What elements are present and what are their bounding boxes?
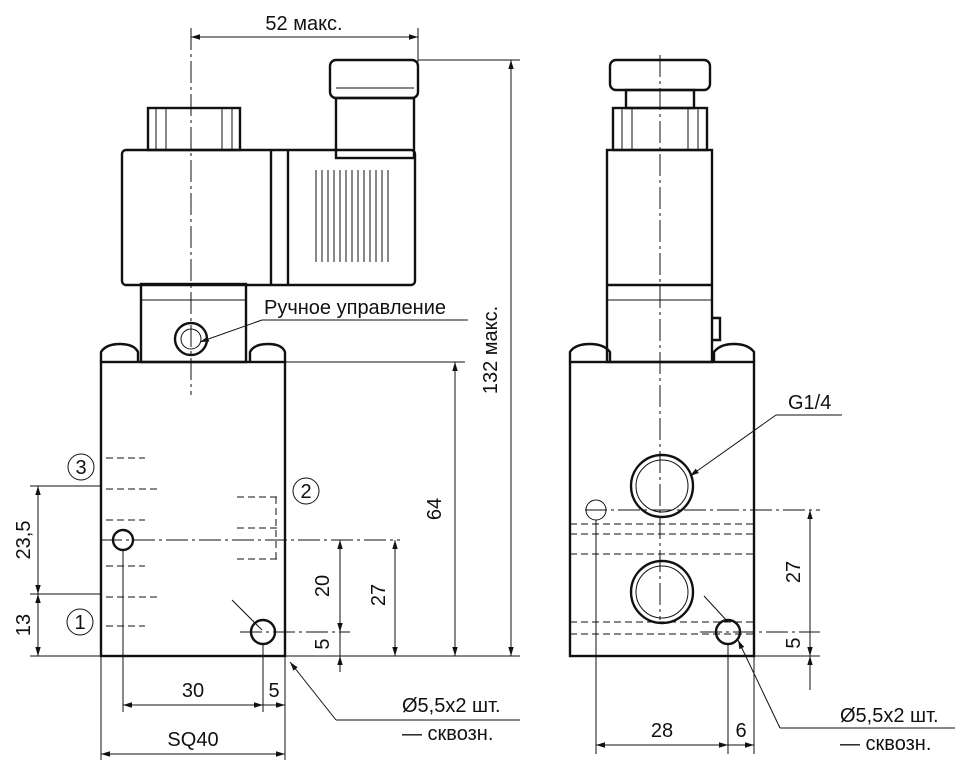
hole-note-side: Ø5,5х2 шт. bbox=[840, 705, 939, 727]
dim-height-max: 132 макс. bbox=[480, 306, 502, 394]
through-note-side: — сквозн. bbox=[840, 733, 931, 755]
svg-text:2: 2 bbox=[300, 481, 311, 503]
side-dimensions: 27 5 28 6 bbox=[595, 510, 820, 754]
front-dimensions: 52 макс. 132 макс. 64 27 20 5 23,5 13 bbox=[13, 13, 520, 760]
dim-27-left: 27 bbox=[368, 584, 390, 606]
manual-override-label: Ручное управление bbox=[264, 297, 446, 319]
g14-callout: G1/4 bbox=[689, 392, 842, 477]
dim-width-max: 52 макс. bbox=[265, 13, 342, 35]
connector-ribs bbox=[315, 170, 389, 262]
dim-bottom-6: 6 bbox=[735, 720, 746, 742]
side-view bbox=[568, 55, 820, 658]
port-thread-label: G1/4 bbox=[788, 392, 831, 414]
hole-callout-side: Ø5,5х2 шт. — сквозн. bbox=[703, 595, 955, 755]
hole-callout-front: Ø5,5х2 шт. — сквозн. bbox=[231, 599, 520, 745]
dim-port-spacing: 23,5 bbox=[13, 521, 35, 560]
dim-5-right: 5 bbox=[783, 637, 805, 648]
manual-override-callout: Ручное управление bbox=[199, 297, 468, 343]
dim-bottom-30: 30 bbox=[182, 680, 204, 702]
valve-body-front bbox=[99, 360, 287, 658]
dim-body-height: 64 bbox=[424, 498, 446, 520]
svg-text:3: 3 bbox=[75, 457, 86, 479]
dim-port-offset: 13 bbox=[13, 614, 35, 636]
hole-note-front: Ø5,5х2 шт. bbox=[402, 695, 501, 717]
dim-5-left: 5 bbox=[312, 638, 334, 649]
port-g14-bottom bbox=[629, 559, 695, 625]
dim-27-right: 27 bbox=[783, 561, 805, 583]
front-view: 3 2 1 bbox=[66, 28, 420, 658]
dim-20: 20 bbox=[312, 575, 334, 597]
through-note-front: — сквозн. bbox=[402, 723, 493, 745]
svg-text:1: 1 bbox=[74, 612, 85, 634]
dim-square: SQ40 bbox=[167, 729, 218, 751]
dim-bottom-28: 28 bbox=[651, 720, 673, 742]
port-3-label: 3 bbox=[67, 453, 95, 481]
valve-body-side bbox=[568, 360, 756, 658]
solenoid-coil bbox=[120, 148, 417, 287]
port-2-label: 2 bbox=[292, 477, 320, 505]
port-1-label: 1 bbox=[66, 608, 94, 636]
port-g14-top bbox=[629, 453, 695, 519]
dim-bottom-5: 5 bbox=[268, 680, 279, 702]
